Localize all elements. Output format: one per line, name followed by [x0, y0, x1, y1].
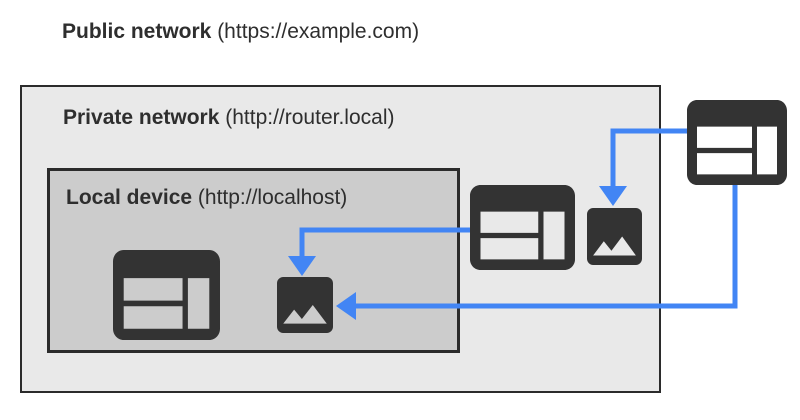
- local-device-label: Local device (http://localhost): [66, 186, 347, 210]
- private-network-box: Private network (http://router.local) Lo…: [20, 85, 661, 393]
- public-network-label-url: (https://example.com): [211, 20, 420, 43]
- local-image-icon: [277, 277, 333, 333]
- public-browser-window-icon: [687, 100, 787, 185]
- private-browser-window-icon: [470, 185, 575, 270]
- local-device-box: Local device (http://localhost): [47, 168, 460, 353]
- local-device-label-url: (http://localhost): [192, 186, 348, 209]
- private-network-label-bold: Private network: [63, 106, 220, 129]
- private-image-icon: [587, 208, 642, 265]
- public-network-label: Public network (https://example.com): [62, 20, 419, 44]
- private-network-label-url: (http://router.local): [219, 106, 395, 129]
- public-network-label-bold: Public network: [62, 20, 212, 43]
- local-device-label-bold: Local device: [66, 186, 193, 209]
- private-network-label: Private network (http://router.local): [63, 106, 394, 130]
- local-browser-window-icon: [113, 250, 220, 340]
